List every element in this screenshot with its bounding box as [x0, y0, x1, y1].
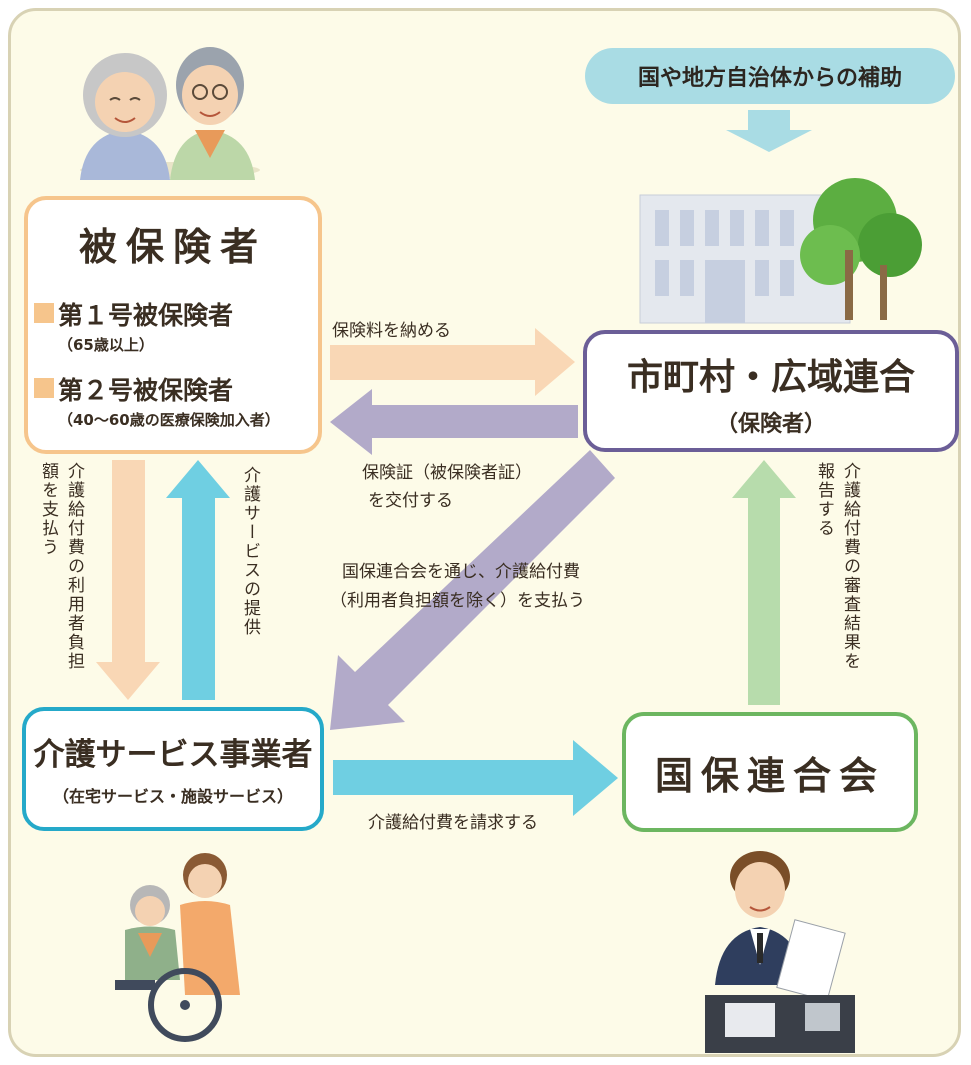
diagram-panel: [8, 8, 961, 1057]
office-building-illustration: [639, 178, 922, 324]
pay-premium-label: 保険料を納める: [332, 321, 451, 341]
user-copay-label-col2: 額を支払う: [38, 462, 58, 557]
pay-benefit-label-2: （利用者負担額を除く）を支払う: [330, 591, 585, 611]
elderly-couple-illustration: [80, 47, 260, 180]
service-provision-label: 介護サービスの提供: [240, 466, 260, 637]
provider-subtitle: （在宅サービス・施設サービス）: [52, 787, 293, 806]
wheelchair-care-illustration: [115, 853, 240, 1042]
provider-box: 介護サービス事業者 （在宅サービス・施設サービス）: [22, 707, 324, 831]
municipality-title: 市町村・広域連合: [626, 357, 915, 398]
service-provision-arrow: [166, 460, 230, 700]
issue-card-label-2: を交付する: [368, 491, 453, 511]
report-arrow: [732, 460, 796, 705]
municipality-subtitle: （保険者）: [715, 412, 826, 437]
user-copay-arrow: [96, 460, 160, 700]
insured-title: 被保険者: [78, 225, 267, 269]
category2-marker: [34, 378, 54, 398]
category2-note: （40〜60歳の医療保険加入者）: [58, 411, 280, 429]
category1-note: （65歳以上）: [58, 336, 154, 354]
municipality-box: 市町村・広域連合 （保険者）: [583, 330, 959, 452]
federation-title: 国保連合会: [654, 753, 885, 798]
issue-card-label-1: 保険証（被保険者証）: [362, 463, 532, 483]
claim-benefit-arrow: [333, 740, 618, 816]
report-label-col2: 報告する: [814, 462, 834, 538]
category1-label: 第１号被保険者: [58, 301, 234, 330]
provider-title: 介護サービス事業者: [33, 737, 313, 773]
subsidy-arrow: [726, 110, 812, 152]
issue-card-arrow: [330, 389, 578, 455]
pay-benefit-label-1: 国保連合会を通じ、介護給付費: [342, 562, 580, 582]
user-copay-label-col1: 介護給付費の利用者負担: [64, 462, 84, 671]
category1-marker: [34, 303, 54, 323]
federation-box: 国保連合会: [622, 712, 918, 832]
insured-box: 被保険者 第１号被保険者 （65歳以上） 第２号被保険者 （40〜60歳の医療保…: [24, 196, 322, 454]
subsidy-label: 国や地方自治体からの補助: [585, 48, 955, 104]
pay-premium-arrow: [330, 328, 575, 396]
office-worker-illustration: [705, 851, 855, 1053]
claim-benefit-label: 介護給付費を請求する: [368, 813, 538, 833]
pay-benefit-arrow: [330, 450, 615, 730]
category2-label: 第２号被保険者: [58, 376, 234, 405]
report-label-col1: 介護給付費の審査結果を: [840, 462, 860, 671]
